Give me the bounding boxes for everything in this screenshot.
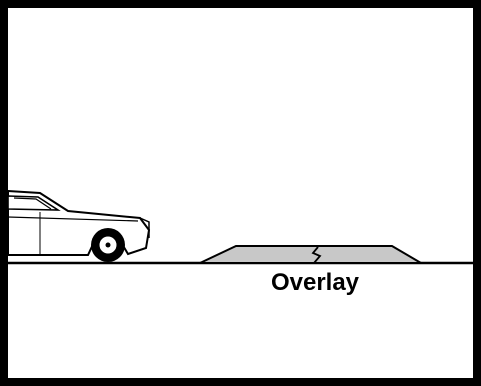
overlay-patch	[200, 246, 421, 263]
car-hub-center	[106, 243, 111, 248]
overlay-label: Overlay	[271, 269, 360, 296]
diagram-frame	[4, 4, 477, 382]
